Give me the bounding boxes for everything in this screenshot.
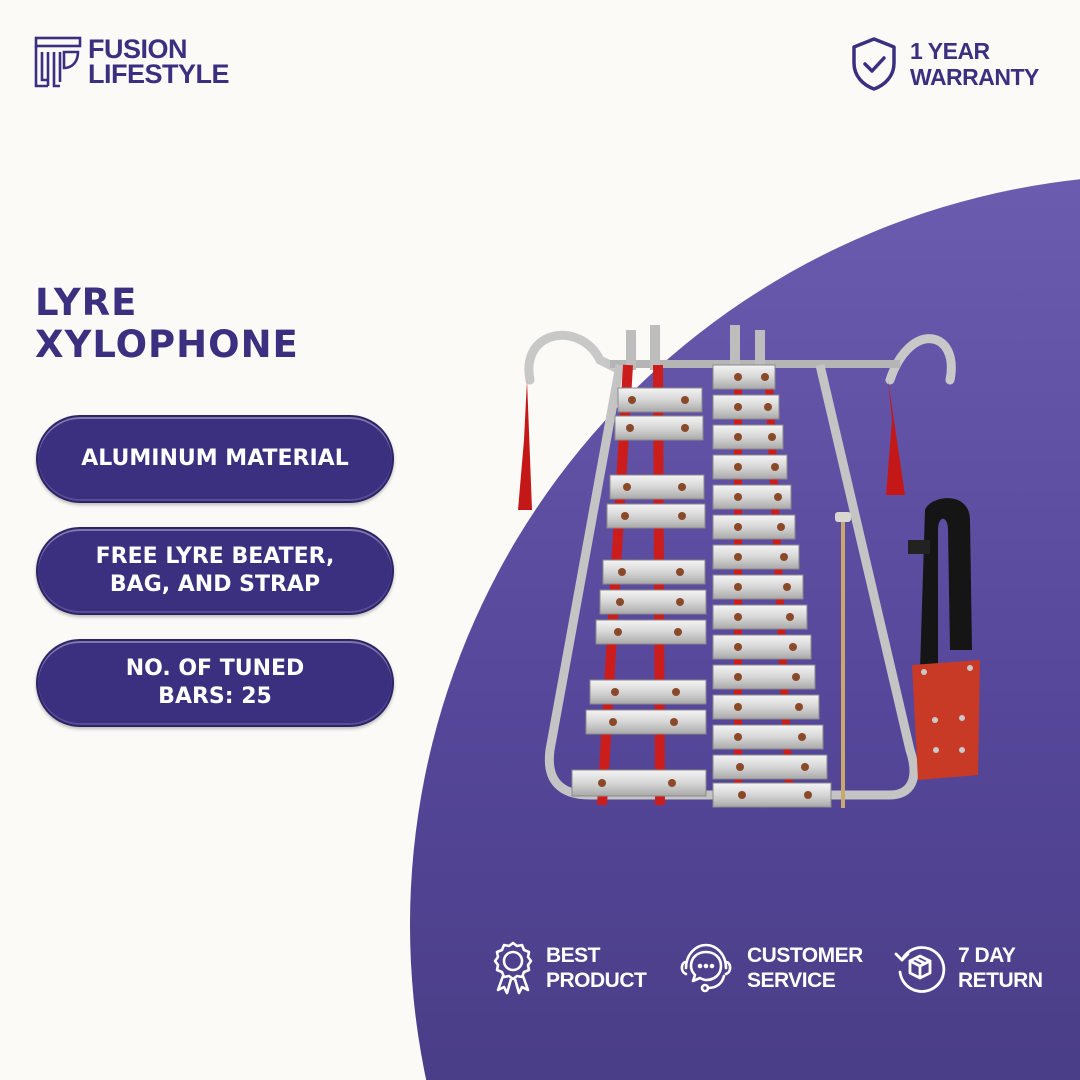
product-title: LYRE XYLOPHONE: [35, 282, 299, 366]
badge-best-product: BEST PRODUCT: [490, 940, 647, 996]
warranty-line2: WARRANTY: [910, 64, 1039, 90]
warranty-line1: 1 YEAR: [910, 38, 990, 64]
badge-line1: BEST: [546, 944, 601, 967]
badge-customer-service: CUSTOMER SERVICE: [675, 940, 863, 996]
brand-name-line1: FUSION: [88, 34, 188, 64]
return-box-icon: [894, 946, 946, 993]
headset-chat-icon: [680, 943, 732, 993]
badge-line1: 7 DAY: [958, 944, 1016, 967]
shield-check-icon: [852, 37, 896, 91]
award-ribbon-icon: [493, 941, 533, 995]
badge-line2: PRODUCT: [546, 969, 647, 992]
feature-pill-material: ALUMINUM MATERIAL: [36, 415, 394, 503]
product-title-line2: XYLOPHONE: [35, 323, 299, 366]
feature-text: FREE LYRE BEATER,: [95, 544, 335, 569]
product-title-line1: LYRE: [35, 281, 138, 324]
feature-text: NO. OF TUNED: [125, 656, 305, 681]
badge-line1: CUSTOMER: [747, 944, 863, 967]
feature-pill-accessories: FREE LYRE BEATER, BAG, AND STRAP: [36, 527, 394, 615]
badge-line2: RETURN: [958, 969, 1043, 992]
brand-name-line2: LIFESTYLE: [88, 59, 230, 89]
warranty-badge: 1 YEAR WARRANTY: [850, 36, 1039, 92]
product-image: [518, 325, 980, 808]
feature-text: BARS: 25: [158, 684, 272, 709]
fl-monogram-icon: [34, 36, 82, 88]
badge-7-day-return: 7 DAY RETURN: [892, 940, 1043, 996]
feature-text: BAG, AND STRAP: [109, 572, 321, 597]
feature-pill-bars: NO. OF TUNED BARS: 25: [36, 639, 394, 727]
badge-line2: SERVICE: [747, 969, 836, 992]
feature-text: ALUMINUM MATERIAL: [81, 446, 349, 471]
brand-logo: FUSION LIFESTYLE: [34, 34, 230, 89]
